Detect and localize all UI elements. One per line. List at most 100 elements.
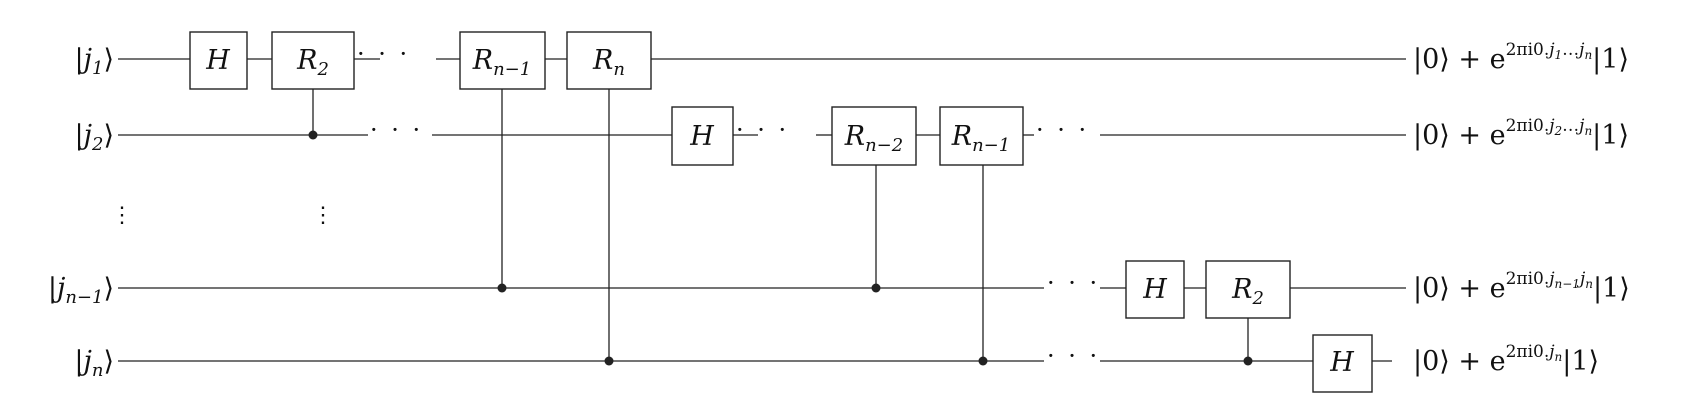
output-exponent: 2πi0.	[1506, 342, 1550, 362]
output-exponent: 2πi0.	[1506, 269, 1550, 289]
ellipsis: · · ·	[736, 116, 789, 144]
output-exponent-var: j	[1576, 269, 1586, 289]
output-suffix: |1⟩	[1593, 273, 1630, 304]
input-ket: |jn⟩	[74, 346, 114, 381]
output-exponent-sub: n	[1585, 277, 1593, 291]
gate-h: H	[1312, 334, 1373, 393]
svg-text:H: H	[205, 45, 230, 76]
ket-subscript: n−1	[65, 287, 103, 308]
output-exponent-dots: …	[1562, 40, 1579, 60]
svg-text:Rn−1: Rn−1	[472, 45, 531, 80]
gate-label: R	[296, 45, 317, 76]
input-ket: |jn−1⟩	[48, 273, 114, 308]
gate-label: H	[689, 121, 714, 152]
output-exponent-sub: n	[1584, 124, 1592, 138]
input-ket: |j1⟩	[75, 44, 114, 79]
gate-label: R	[592, 45, 613, 76]
ellipses: · · · · · · · · · · · · · · · · · ·	[357, 40, 1100, 370]
gate-r-n-1: Rn−1	[939, 106, 1024, 166]
output-prefix: |0⟩ + e	[1413, 346, 1506, 377]
gate-subscript: n−1	[972, 135, 1010, 156]
gate-r-n-1: Rn−1	[459, 31, 546, 90]
control-dot	[871, 283, 881, 293]
output-state: |0⟩ + e2πi0.jn−1jn|1⟩	[1413, 269, 1630, 304]
control-lines	[312, 88, 1249, 361]
svg-text:R2: R2	[296, 45, 329, 80]
gate-r-2: R2	[271, 31, 355, 90]
output-prefix: |0⟩ + e	[1413, 44, 1506, 75]
control-dots	[308, 130, 1253, 366]
svg-text:H: H	[1142, 274, 1167, 305]
ket-var: j	[78, 346, 91, 377]
control-dot	[978, 356, 988, 366]
svg-text:H: H	[1329, 347, 1354, 378]
svg-text:Rn: Rn	[592, 45, 625, 80]
output-exponent-sub: n	[1555, 350, 1563, 364]
output-exponent-var: j	[1545, 40, 1555, 60]
gate-h: H	[671, 106, 734, 166]
output-exponent-sub: n−1	[1555, 277, 1580, 291]
ellipsis: · · ·	[1036, 116, 1089, 144]
svg-text:H: H	[689, 121, 714, 152]
output-exponent-var: j	[1545, 342, 1555, 362]
output-exponent: 2πi0.	[1506, 40, 1550, 60]
control-dot	[497, 283, 507, 293]
output-exponent-dots: …	[1562, 116, 1579, 136]
output-exponent-var: j	[1575, 40, 1585, 60]
svg-text:Rn−1: Rn−1	[951, 121, 1010, 156]
ket-subscript: 2	[91, 134, 103, 155]
output-prefix: |0⟩ + e	[1413, 273, 1506, 304]
vdots: ⋮	[312, 203, 334, 228]
wires	[118, 58, 1406, 362]
svg-text:R2: R2	[1231, 274, 1264, 309]
ket-subscript: n	[92, 360, 104, 381]
svg-text:Rn−2: Rn−2	[844, 121, 903, 156]
ellipsis: · · ·	[357, 40, 410, 68]
control-dot	[604, 356, 614, 366]
output-state: |0⟩ + e2πi0.jn|1⟩	[1413, 342, 1599, 377]
gate-subscript: n−1	[493, 59, 531, 80]
gate-r-n-2: Rn−2	[831, 106, 917, 166]
output-suffix: |1⟩	[1592, 44, 1629, 75]
gate-subscript: n−2	[865, 135, 903, 156]
ket-var: j	[52, 273, 65, 304]
gate-label: H	[1142, 274, 1167, 305]
output-exponent-sub: 2	[1554, 124, 1563, 138]
gate-label: H	[205, 45, 230, 76]
ellipsis: · · ·	[1047, 269, 1100, 297]
ket-var: j	[79, 120, 92, 151]
ellipsis: · · ·	[1047, 342, 1100, 370]
output-exponent-var: j	[1545, 269, 1555, 289]
input-ket: |j2⟩	[75, 120, 114, 155]
gate-h: H	[1125, 260, 1185, 319]
gate-r-n: Rn	[566, 31, 652, 90]
output-states: |0⟩ + e2πi0.j1…jn|1⟩ |0⟩ + e2πi0.j2…jn|1…	[1413, 40, 1630, 377]
output-state: |0⟩ + e2πi0.j1…jn|1⟩	[1413, 40, 1629, 75]
output-exponent-var: j	[1545, 116, 1555, 136]
gate-subscript: 2	[316, 59, 328, 80]
vdots: ⋮	[111, 203, 133, 228]
gate-subscript: 2	[1251, 288, 1263, 309]
gate-label: H	[1329, 347, 1354, 378]
control-dot	[1243, 356, 1253, 366]
output-exponent: 2πi0.	[1506, 116, 1550, 136]
ket-subscript: 1	[92, 58, 103, 79]
gate-r-2: R2	[1205, 260, 1291, 319]
gate-label: R	[951, 121, 972, 152]
gate-label: R	[844, 121, 865, 152]
output-exponent-sub: n	[1584, 48, 1592, 62]
output-state: |0⟩ + e2πi0.j2…jn|1⟩	[1413, 116, 1629, 151]
gate-label: R	[1231, 274, 1252, 305]
control-dot	[308, 130, 318, 140]
output-exponent-var: j	[1575, 116, 1585, 136]
output-suffix: |1⟩	[1562, 346, 1599, 377]
ket-var: j	[79, 44, 92, 75]
output-exponent-sub: 1	[1555, 48, 1563, 62]
input-kets: |j1⟩ |j2⟩ |jn−1⟩ |jn⟩	[48, 44, 114, 381]
ellipsis: · · ·	[370, 116, 423, 144]
vertical-dots: ⋮ ⋮	[111, 203, 334, 228]
gate-label: R	[472, 45, 493, 76]
output-suffix: |1⟩	[1592, 120, 1629, 151]
gate-h: H	[189, 31, 248, 90]
